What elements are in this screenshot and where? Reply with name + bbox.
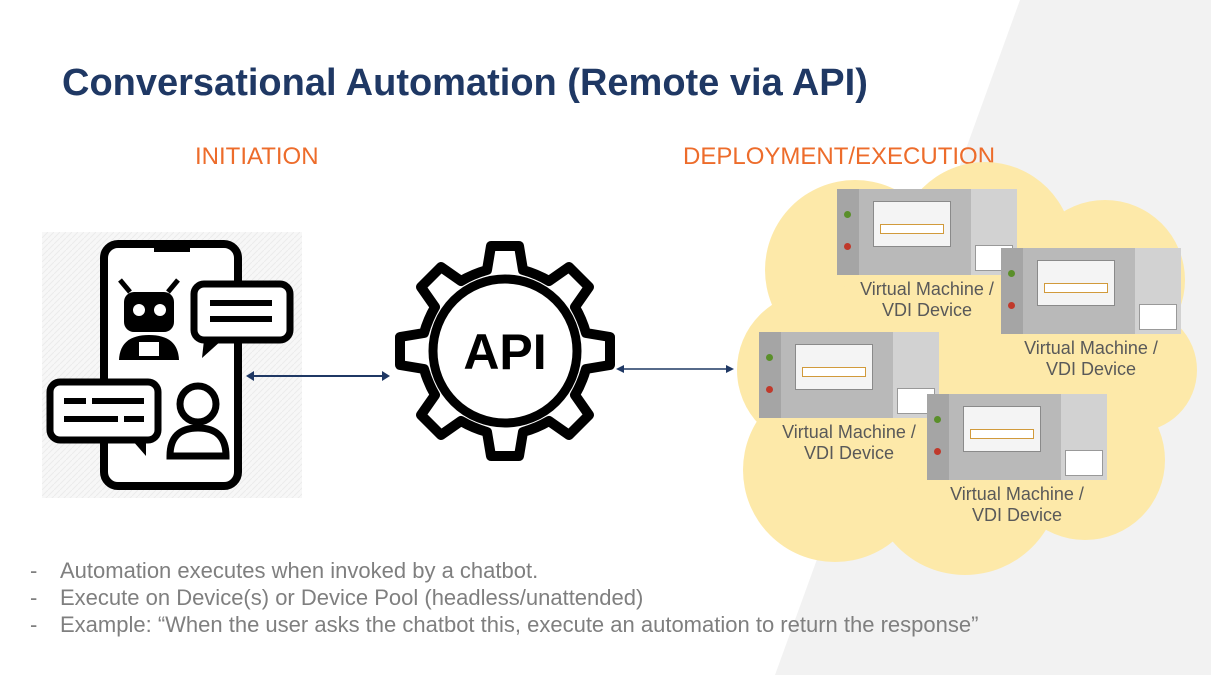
- vm-caption: Virtual Machine /VDI Device: [950, 484, 1084, 525]
- bullet-item: -Execute on Device(s) or Device Pool (he…: [30, 585, 644, 610]
- arrow-phone-to-api: [246, 371, 390, 381]
- vm-screenshot: [1001, 248, 1181, 334]
- vm-caption: Virtual Machine /VDI Device: [1024, 338, 1158, 379]
- bullet-item: -Automation executes when invoked by a c…: [30, 558, 539, 583]
- vm-device-4: Virtual Machine /VDI Device: [927, 394, 1107, 526]
- vm-caption: Virtual Machine /VDI Device: [860, 279, 994, 320]
- vm-device-2: Virtual Machine /VDI Device: [1001, 248, 1181, 380]
- vm-screenshot: [759, 332, 939, 418]
- vm-screenshot: [927, 394, 1107, 480]
- initiation-heading: INITIATION: [195, 143, 319, 170]
- vm-screenshot: [837, 189, 1017, 275]
- deployment-heading: DEPLOYMENT/EXECUTION: [683, 143, 996, 170]
- api-label: API: [463, 324, 546, 380]
- vm-caption: Virtual Machine /VDI Device: [782, 422, 916, 463]
- page-title: Conversational Automation (Remote via AP…: [62, 62, 868, 104]
- bullet-list: -Automation executes when invoked by a c…: [30, 557, 978, 638]
- api-gear-icon: API: [395, 241, 615, 461]
- vm-device-1: Virtual Machine /VDI Device: [837, 189, 1017, 321]
- bullet-item: -Example: “When the user asks the chatbo…: [30, 612, 979, 637]
- vm-device-3: Virtual Machine /VDI Device: [759, 332, 939, 464]
- chatbot-phone-icon: [42, 232, 302, 498]
- arrow-api-to-cloud: [616, 365, 734, 373]
